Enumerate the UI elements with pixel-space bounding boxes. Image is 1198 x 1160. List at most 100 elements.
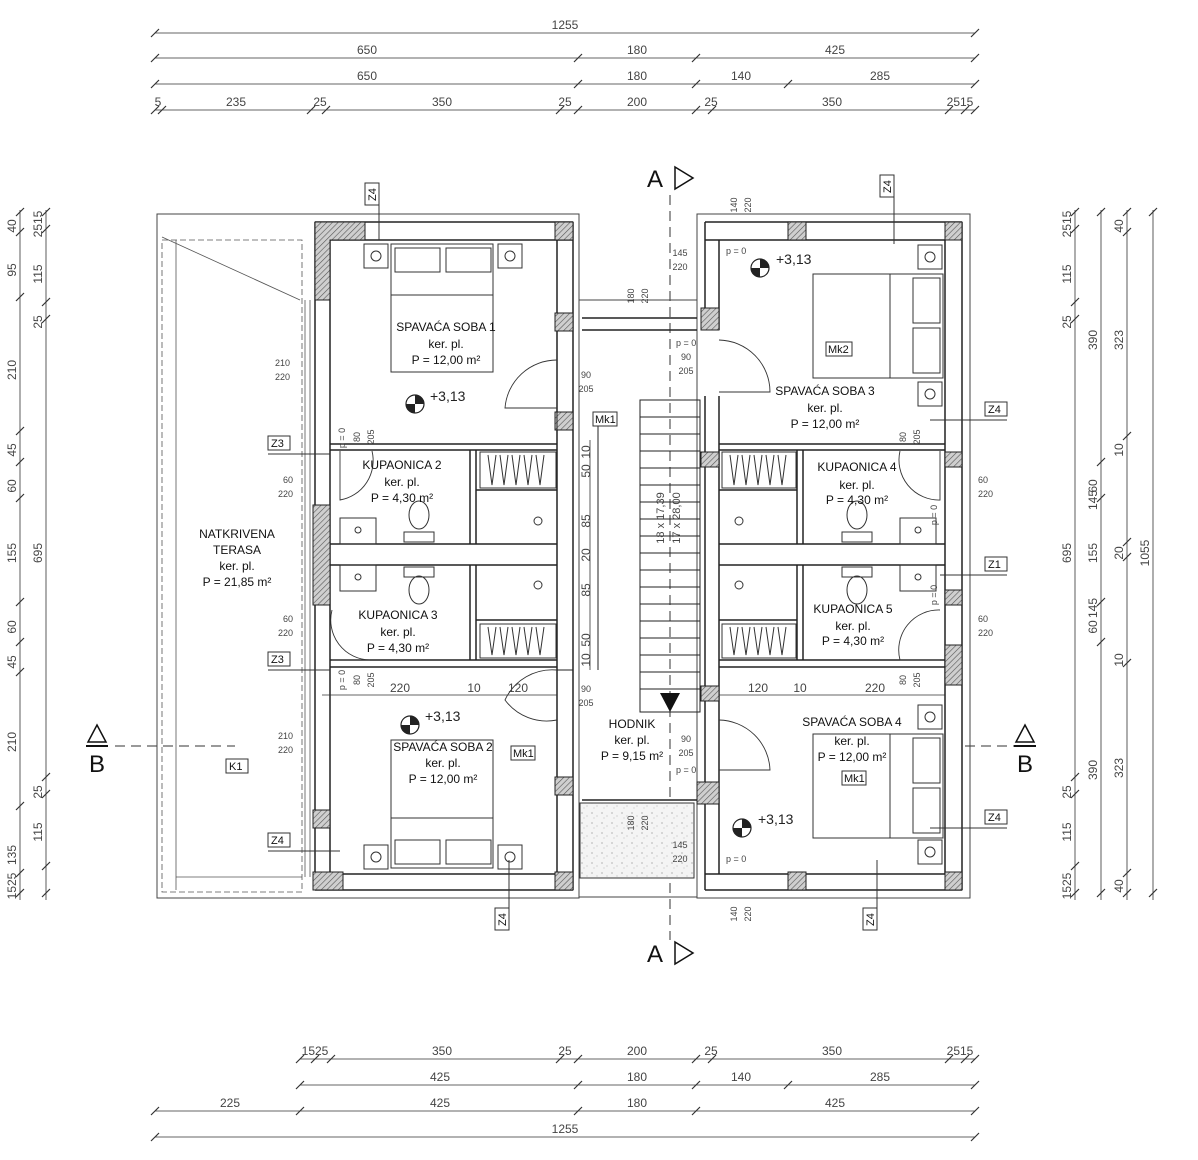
- svg-text:140: 140: [731, 69, 751, 83]
- svg-text:ker. pl.: ker. pl.: [835, 619, 870, 633]
- svg-text:ker. pl.: ker. pl.: [425, 756, 460, 770]
- svg-text:90: 90: [581, 370, 591, 380]
- svg-text:60: 60: [283, 614, 293, 624]
- tag-z4: Z4: [267, 832, 340, 852]
- room-kupaonica-2: KUPAONICA 2 ker. pl. P = 4,30 m²: [362, 458, 441, 505]
- svg-text:180: 180: [627, 1070, 647, 1084]
- svg-text:425: 425: [825, 1096, 845, 1110]
- svg-text:+3,13: +3,13: [425, 708, 461, 724]
- svg-text:Z4: Z4: [865, 913, 877, 926]
- svg-text:180: 180: [626, 288, 636, 303]
- svg-text:60: 60: [978, 614, 988, 624]
- right-dim-texts-extra: 145 145: [1086, 490, 1100, 618]
- stairs-label: 18 x 17,39 17 x 28,00: [655, 492, 683, 543]
- svg-text:50: 50: [579, 464, 593, 478]
- tag-z1: Z1: [940, 556, 1008, 576]
- svg-text:25: 25: [31, 315, 45, 329]
- top-dimensions: [155, 32, 975, 111]
- svg-text:KUPAONICA 5: KUPAONICA 5: [813, 602, 892, 616]
- svg-text:+3,13: +3,13: [430, 388, 466, 404]
- svg-text:ker. pl.: ker. pl.: [839, 478, 874, 492]
- svg-text:ker. pl.: ker. pl.: [380, 625, 415, 639]
- svg-text:p = 0: p = 0: [929, 505, 939, 525]
- svg-text:10: 10: [1112, 443, 1126, 457]
- dim-bottom-total: 1255: [552, 1122, 579, 1136]
- svg-text:210: 210: [5, 360, 19, 380]
- svg-text:115: 115: [1060, 264, 1074, 283]
- svg-text:Z1: Z1: [988, 559, 1001, 571]
- svg-text:TERASA: TERASA: [213, 543, 261, 557]
- room-kupaonica-4: KUPAONICA 4 ker. pl. P = 4,30 m²: [817, 460, 896, 507]
- svg-text:18 x 17,39: 18 x 17,39: [655, 492, 667, 543]
- svg-text:220: 220: [865, 681, 885, 695]
- svg-text:20: 20: [1112, 546, 1126, 560]
- level-marker-icon: [405, 394, 425, 414]
- svg-text:120: 120: [748, 681, 768, 695]
- svg-text:40: 40: [5, 219, 19, 233]
- svg-text:140: 140: [729, 906, 739, 921]
- svg-text:HODNIK: HODNIK: [609, 717, 656, 731]
- svg-text:323: 323: [1112, 758, 1126, 778]
- section-b-right-label: B: [1017, 751, 1033, 778]
- svg-text:180: 180: [626, 815, 636, 830]
- room-kupaonica-3: KUPAONICA 3 ker. pl. P = 4,30 m²: [358, 608, 437, 655]
- svg-text:SPAVAĆA SOBA 3: SPAVAĆA SOBA 3: [775, 383, 875, 398]
- tag-z3: Z3: [267, 435, 330, 455]
- svg-text:2515: 2515: [1060, 210, 1074, 237]
- svg-text:695: 695: [31, 543, 45, 563]
- svg-text:Z4: Z4: [882, 180, 894, 193]
- tag-mk1: Mk1: [841, 770, 867, 786]
- tag-mk1: Mk1: [510, 745, 536, 761]
- svg-text:ker. pl.: ker. pl.: [807, 401, 842, 415]
- svg-text:K1: K1: [229, 761, 242, 773]
- svg-text:10: 10: [1112, 653, 1126, 667]
- svg-text:P = 12,00 m²: P = 12,00 m²: [818, 750, 887, 764]
- svg-text:p = 0: p = 0: [337, 670, 347, 690]
- svg-text:+3,13: +3,13: [758, 811, 794, 827]
- svg-text:205: 205: [678, 748, 693, 758]
- svg-text:45: 45: [5, 443, 19, 457]
- tag-z4: Z4: [930, 401, 1008, 421]
- level-marker-icon: [400, 715, 420, 735]
- svg-text:Mk1: Mk1: [595, 414, 616, 426]
- svg-text:115: 115: [31, 822, 45, 841]
- svg-text:P = 12,00 m²: P = 12,00 m²: [791, 417, 860, 431]
- svg-text:1055: 1055: [1138, 539, 1152, 566]
- svg-text:425: 425: [430, 1096, 450, 1110]
- opening-annotations: 210 220 60 220 60 220 210 220 60 220 60 …: [275, 197, 993, 921]
- svg-text:KUPAONICA 3: KUPAONICA 3: [358, 608, 437, 622]
- svg-text:155: 155: [5, 543, 19, 563]
- svg-text:120: 120: [508, 681, 528, 695]
- svg-text:ker. pl.: ker. pl.: [384, 475, 419, 489]
- building-outline: [156, 213, 971, 899]
- svg-text:220: 220: [672, 262, 687, 272]
- top-dim-texts: 1255 650 180 425 650 180 140 285 5 235 2…: [155, 18, 974, 109]
- svg-text:p = 0: p = 0: [726, 854, 746, 864]
- svg-text:220: 220: [275, 372, 290, 382]
- svg-text:P = 12,00 m²: P = 12,00 m²: [409, 772, 478, 786]
- tag-mk1: Mk1: [592, 411, 618, 427]
- svg-text:Z4: Z4: [988, 404, 1001, 416]
- svg-text:285: 285: [870, 69, 890, 83]
- void-speckled-area: [579, 802, 695, 879]
- left-dim-texts: 40 95 210 45 60 155 60 45 210 135 1525 2…: [5, 210, 45, 899]
- svg-text:ker. pl.: ker. pl.: [834, 734, 869, 748]
- svg-text:5: 5: [155, 95, 162, 109]
- svg-text:390: 390: [1086, 330, 1100, 350]
- svg-text:Z4: Z4: [367, 188, 379, 201]
- svg-text:210: 210: [278, 731, 293, 741]
- svg-text:60: 60: [1086, 620, 1100, 634]
- svg-text:220: 220: [390, 681, 410, 695]
- bottom-dim-texts: 1525 350 25 200 25 350 2515 425 180 140 …: [220, 1044, 974, 1136]
- svg-text:205: 205: [912, 672, 922, 687]
- section-markers: A A B B: [86, 165, 1036, 968]
- doors: [330, 339, 941, 771]
- svg-text:210: 210: [275, 358, 290, 368]
- svg-text:25: 25: [704, 1044, 718, 1058]
- svg-text:180: 180: [627, 1096, 647, 1110]
- svg-text:140: 140: [731, 1070, 751, 1084]
- svg-text:80: 80: [898, 432, 908, 442]
- svg-text:25: 25: [1060, 315, 1074, 329]
- svg-text:90: 90: [681, 734, 691, 744]
